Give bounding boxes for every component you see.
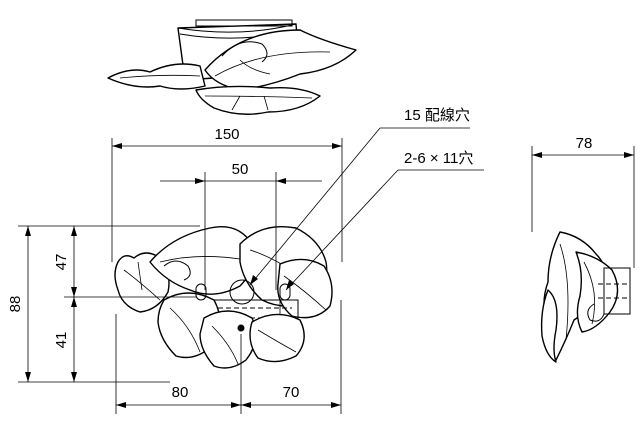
front-view <box>114 226 333 369</box>
dimension-depth: 78 <box>531 135 635 268</box>
wiring-hole-label: 15 配線穴 <box>404 107 470 124</box>
dimension-bottom-offsets: 80 70 <box>115 300 342 414</box>
dimension-overall-width: 150 <box>111 126 343 262</box>
overall-width-label: 150 <box>214 126 239 143</box>
lower-height-label: 41 <box>53 332 70 349</box>
left-offset-label: 80 <box>172 384 189 401</box>
dimension-lower-height: 41 <box>53 297 77 382</box>
mounting-holes-label: 2-6 × 11穴 <box>404 150 473 167</box>
dimension-center-spacing: 50 <box>160 161 322 290</box>
depth-label: 78 <box>576 135 593 152</box>
overall-height-label: 88 <box>7 296 24 313</box>
callout-mounting-holes: 2-6 × 11穴 <box>285 150 484 291</box>
upper-height-label: 47 <box>53 254 70 271</box>
callout-wiring-hole: 15 配線穴 <box>249 107 470 286</box>
side-view <box>540 231 631 363</box>
right-offset-label: 70 <box>283 384 300 401</box>
dimension-upper-height: 47 <box>53 226 196 298</box>
top-view <box>107 19 357 115</box>
center-spacing-label: 50 <box>232 161 249 178</box>
dimension-overall-height: 88 <box>7 225 200 383</box>
